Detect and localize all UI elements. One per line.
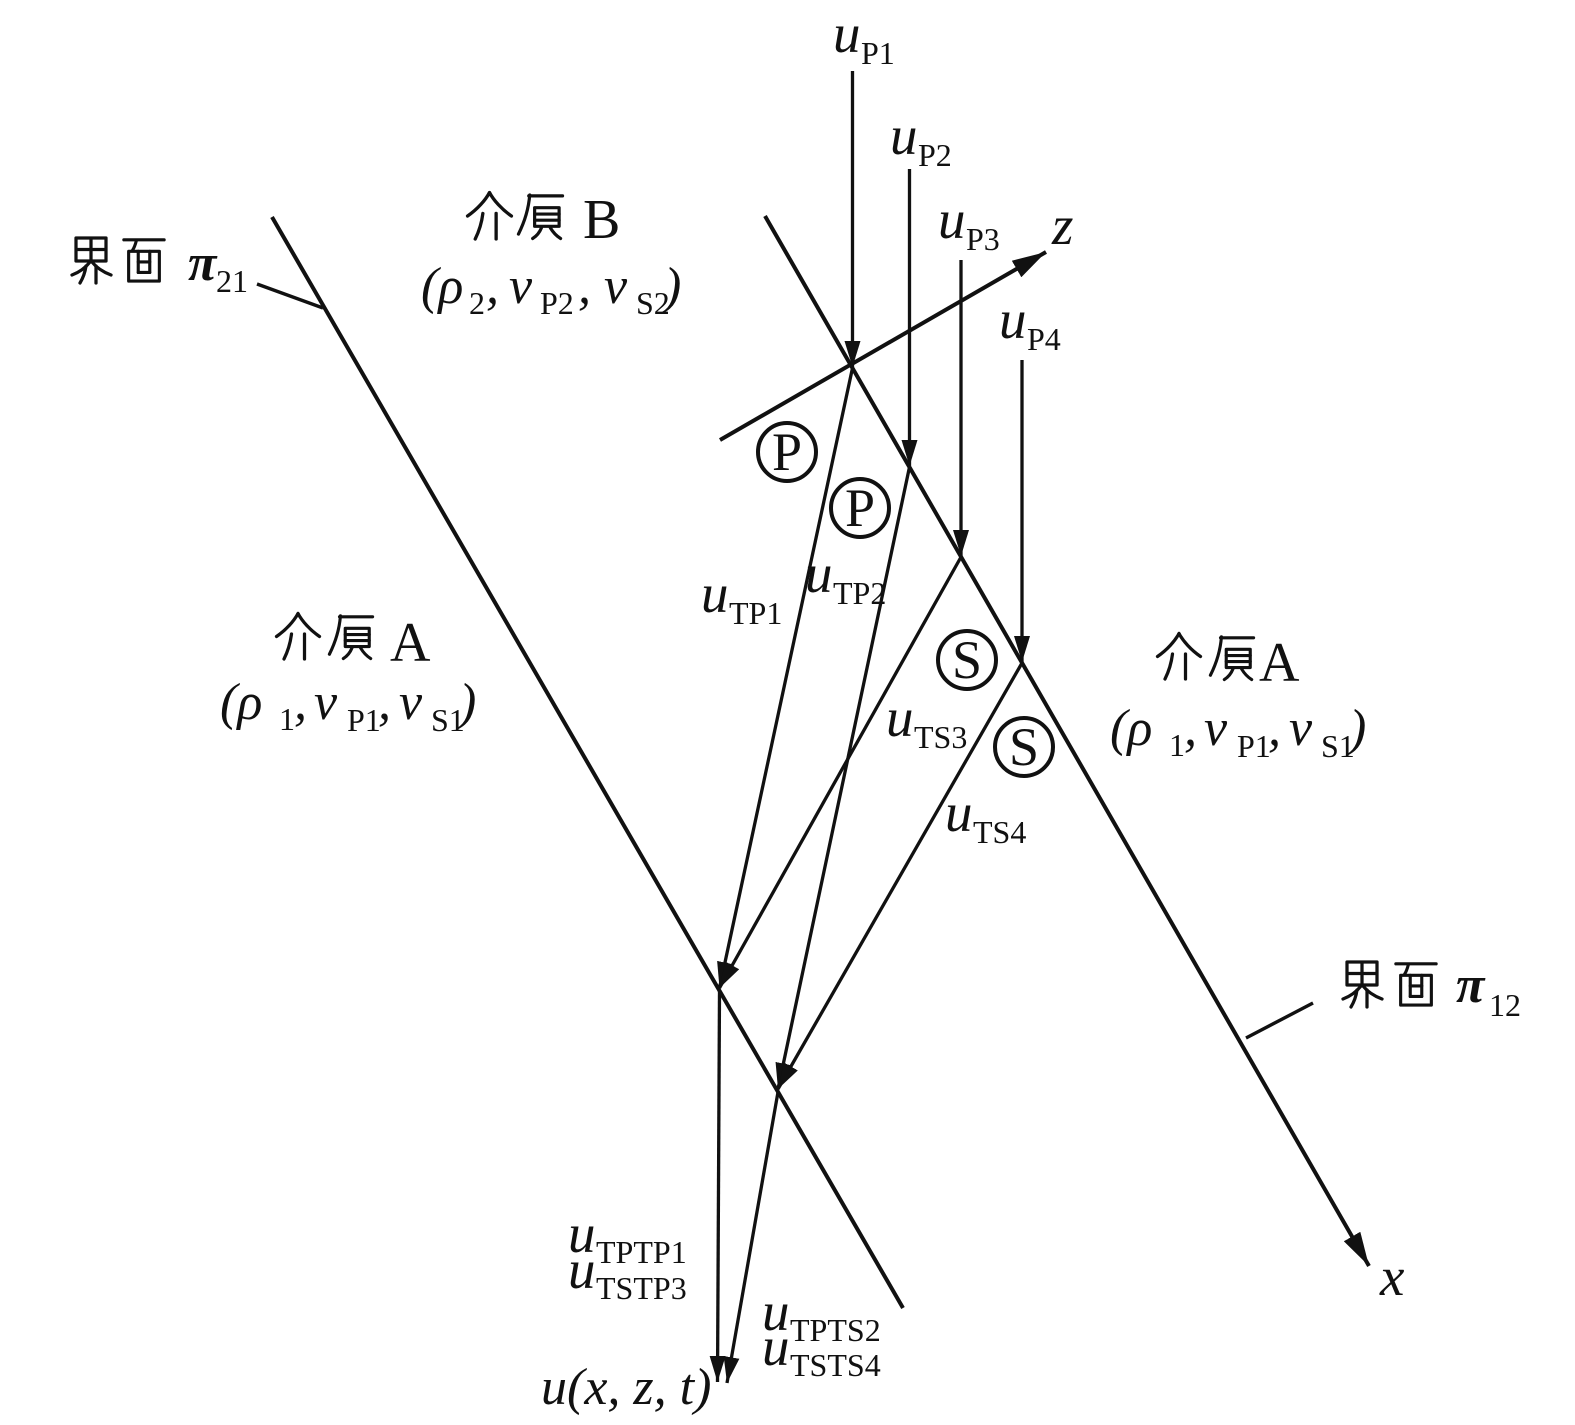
- svg-text:S: S: [952, 630, 982, 690]
- svg-text:,: ,: [578, 258, 591, 315]
- svg-text:TP1: TP1: [729, 595, 782, 631]
- svg-text:π: π: [188, 235, 218, 292]
- svg-text:u: u: [886, 687, 914, 748]
- svg-text:TPTS2: TPTS2: [790, 1312, 881, 1348]
- svg-text:S2: S2: [636, 285, 670, 321]
- svg-text:u: u: [762, 1281, 790, 1342]
- svg-text:,: ,: [1268, 700, 1281, 757]
- svg-text:u: u: [945, 782, 973, 843]
- svg-text:P1: P1: [1237, 728, 1271, 764]
- svg-text:v: v: [1289, 700, 1313, 757]
- svg-text:u: u: [568, 1239, 596, 1300]
- svg-text:): ): [1346, 700, 1366, 757]
- svg-text:P2: P2: [540, 285, 574, 321]
- svg-text:P2: P2: [918, 137, 952, 173]
- svg-text:u: u: [701, 563, 729, 624]
- svg-text:v: v: [1204, 700, 1228, 757]
- svg-text:P1: P1: [861, 35, 895, 71]
- svg-text:v: v: [314, 674, 338, 731]
- svg-text:S1: S1: [431, 702, 465, 738]
- svg-text:z: z: [1051, 195, 1073, 256]
- svg-text:TSTP3: TSTP3: [596, 1270, 687, 1306]
- svg-text:S1: S1: [1321, 728, 1355, 764]
- svg-text:(ρ: (ρ: [1110, 700, 1152, 757]
- svg-text:u: u: [762, 1316, 790, 1377]
- svg-text:TS3: TS3: [914, 719, 967, 755]
- svg-text:B: B: [583, 189, 620, 251]
- svg-text:P: P: [772, 422, 802, 482]
- svg-text:,: ,: [1184, 700, 1197, 757]
- svg-text:,: ,: [486, 258, 499, 315]
- svg-text:u: u: [833, 3, 861, 64]
- svg-text:12: 12: [1489, 987, 1521, 1023]
- svg-text:u: u: [890, 105, 918, 166]
- svg-text:P1: P1: [347, 702, 381, 738]
- svg-text:1: 1: [279, 701, 295, 737]
- svg-text:TS4: TS4: [973, 814, 1026, 850]
- svg-text:A: A: [390, 612, 431, 674]
- svg-text:u(x, z, t): u(x, z, t): [541, 1359, 711, 1416]
- svg-text:v: v: [509, 258, 533, 315]
- svg-text:u: u: [805, 543, 833, 604]
- svg-text:x: x: [1379, 1246, 1405, 1307]
- svg-text:v: v: [399, 674, 423, 731]
- svg-text:π: π: [1456, 957, 1486, 1014]
- svg-text:21: 21: [216, 263, 248, 299]
- svg-text:P3: P3: [966, 221, 1000, 257]
- svg-text:,: ,: [294, 674, 307, 731]
- svg-text:TP2: TP2: [833, 575, 886, 611]
- svg-text:(ρ: (ρ: [220, 674, 262, 731]
- svg-text:): ): [661, 258, 681, 315]
- svg-text:): ): [456, 674, 476, 731]
- svg-text:u: u: [938, 189, 966, 250]
- svg-text:S: S: [1009, 717, 1039, 777]
- svg-text:P4: P4: [1027, 321, 1061, 357]
- svg-text:(ρ: (ρ: [421, 258, 463, 315]
- svg-text:TPTP1: TPTP1: [596, 1234, 687, 1270]
- svg-text:u: u: [999, 289, 1027, 350]
- svg-text:u: u: [568, 1203, 596, 1264]
- svg-text:TSTS4: TSTS4: [790, 1347, 881, 1383]
- svg-text:v: v: [604, 258, 628, 315]
- svg-text:1: 1: [1169, 727, 1185, 763]
- svg-text:,: ,: [378, 674, 391, 731]
- svg-text:P: P: [845, 478, 875, 538]
- svg-text:A: A: [1259, 632, 1300, 694]
- svg-text:2: 2: [469, 285, 485, 321]
